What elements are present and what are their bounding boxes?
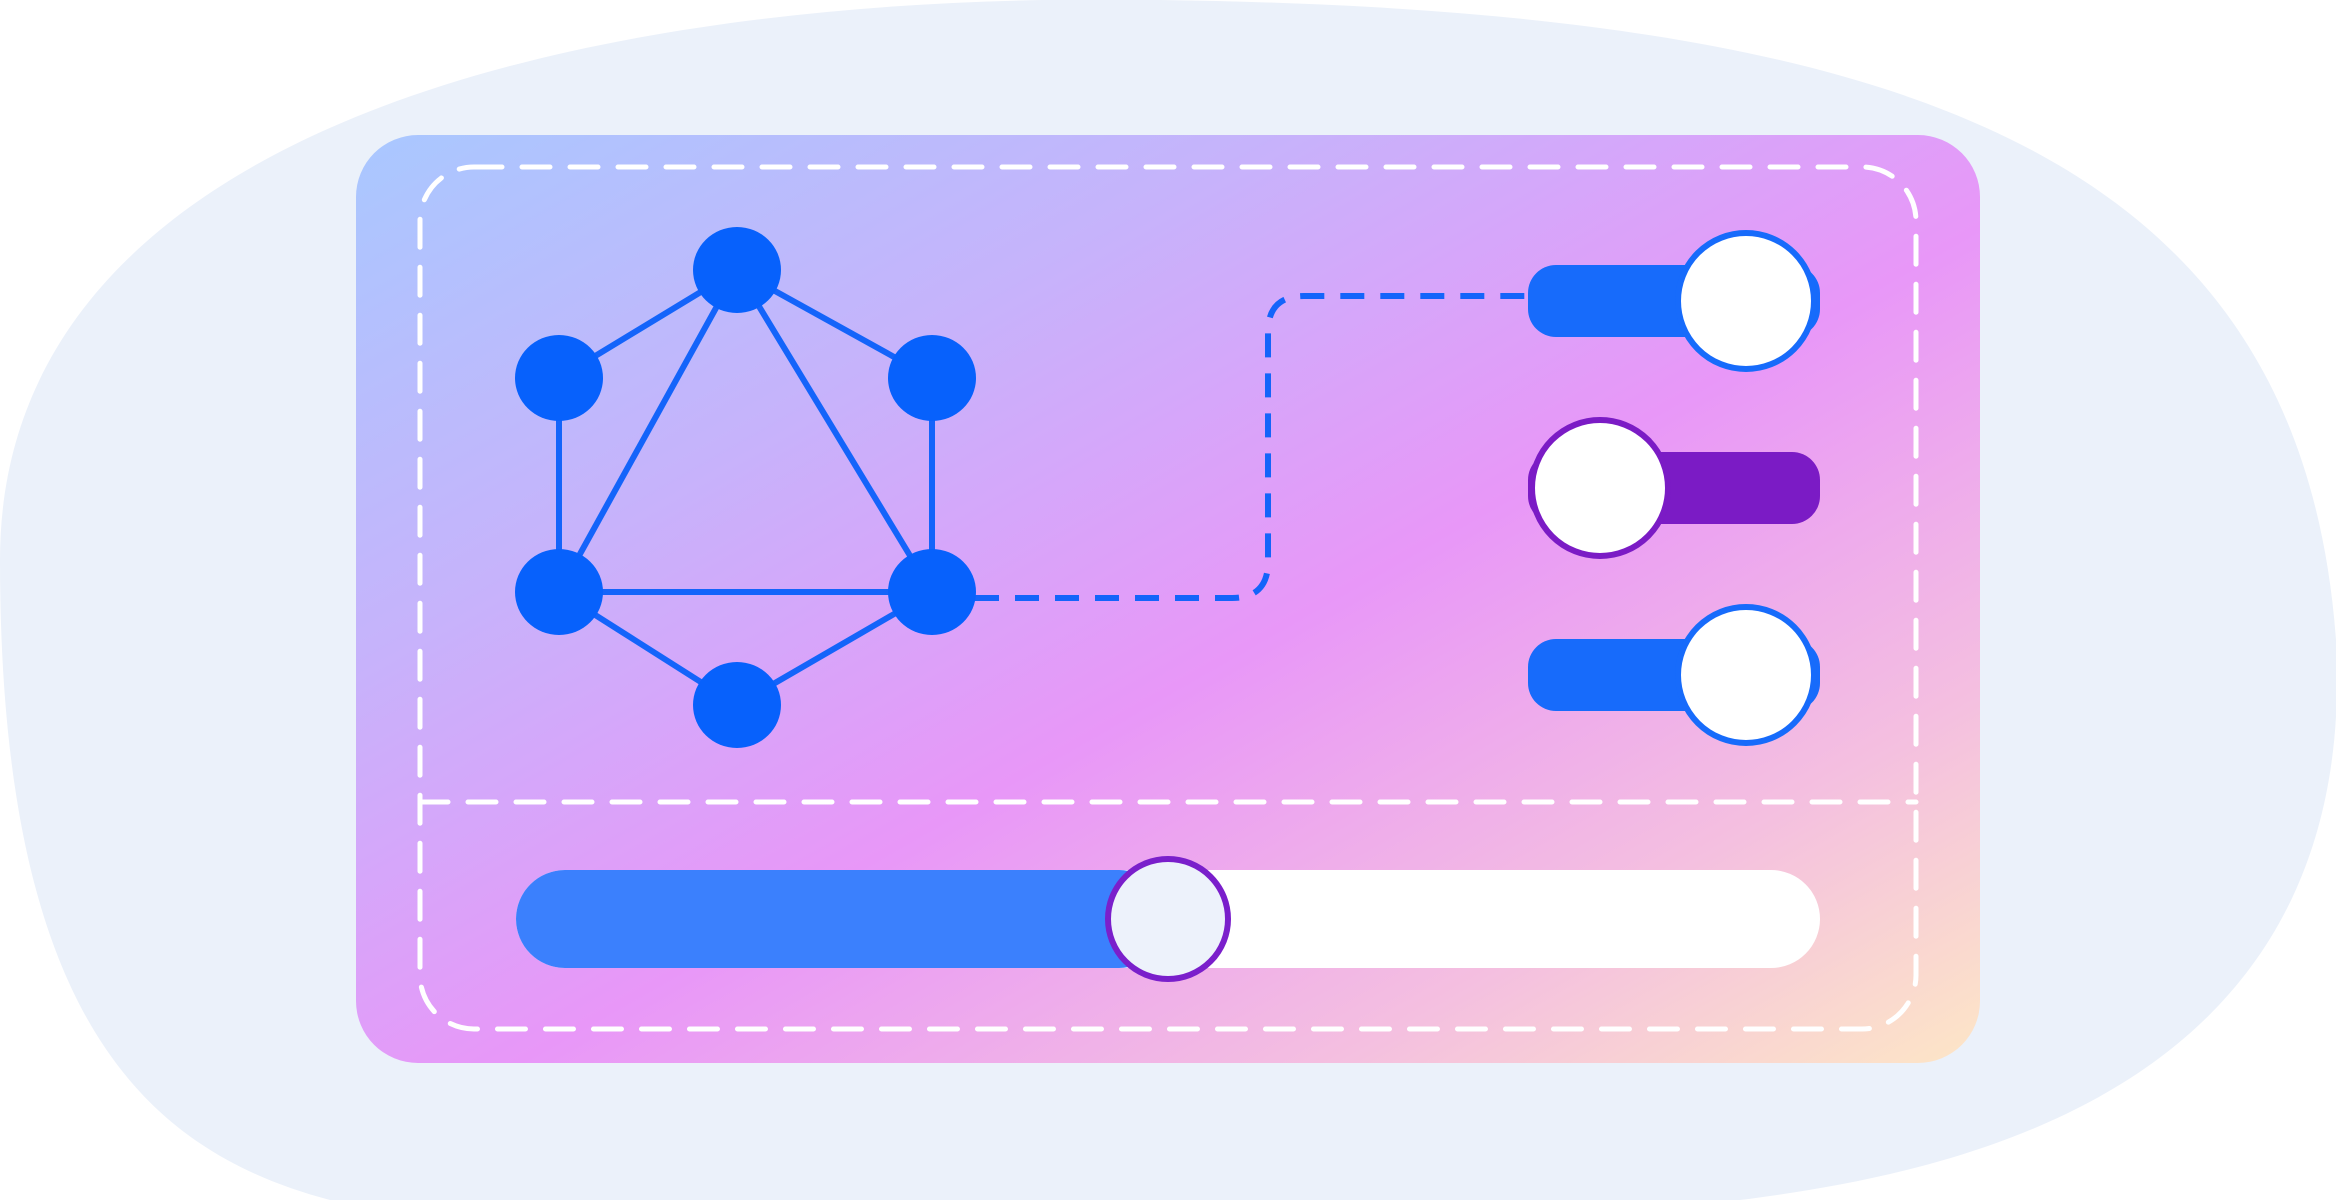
graph-edge xyxy=(556,268,740,594)
toggle-1[interactable] xyxy=(1528,230,1820,372)
graph-nodes xyxy=(515,227,976,748)
toggle-knob[interactable] xyxy=(1675,230,1817,372)
dashed-outline xyxy=(417,164,1919,1032)
slider-thumb[interactable] xyxy=(1105,856,1231,982)
graph-edge xyxy=(734,268,935,594)
graph-node xyxy=(515,335,603,421)
slider[interactable] xyxy=(516,856,1820,982)
settings-card xyxy=(356,135,1980,1063)
slider-fill xyxy=(516,870,1168,968)
graph-node xyxy=(888,549,976,635)
network-graph-icon xyxy=(515,227,976,748)
graph-node xyxy=(693,227,781,313)
toggle-group xyxy=(1528,230,1820,746)
toggle-2[interactable] xyxy=(1528,417,1820,559)
graph-node xyxy=(693,662,781,748)
graph-node xyxy=(888,335,976,421)
toggle-knob[interactable] xyxy=(1529,417,1671,559)
toggle-knob[interactable] xyxy=(1675,604,1817,746)
graph-node xyxy=(515,549,603,635)
toggle-3[interactable] xyxy=(1528,604,1820,746)
